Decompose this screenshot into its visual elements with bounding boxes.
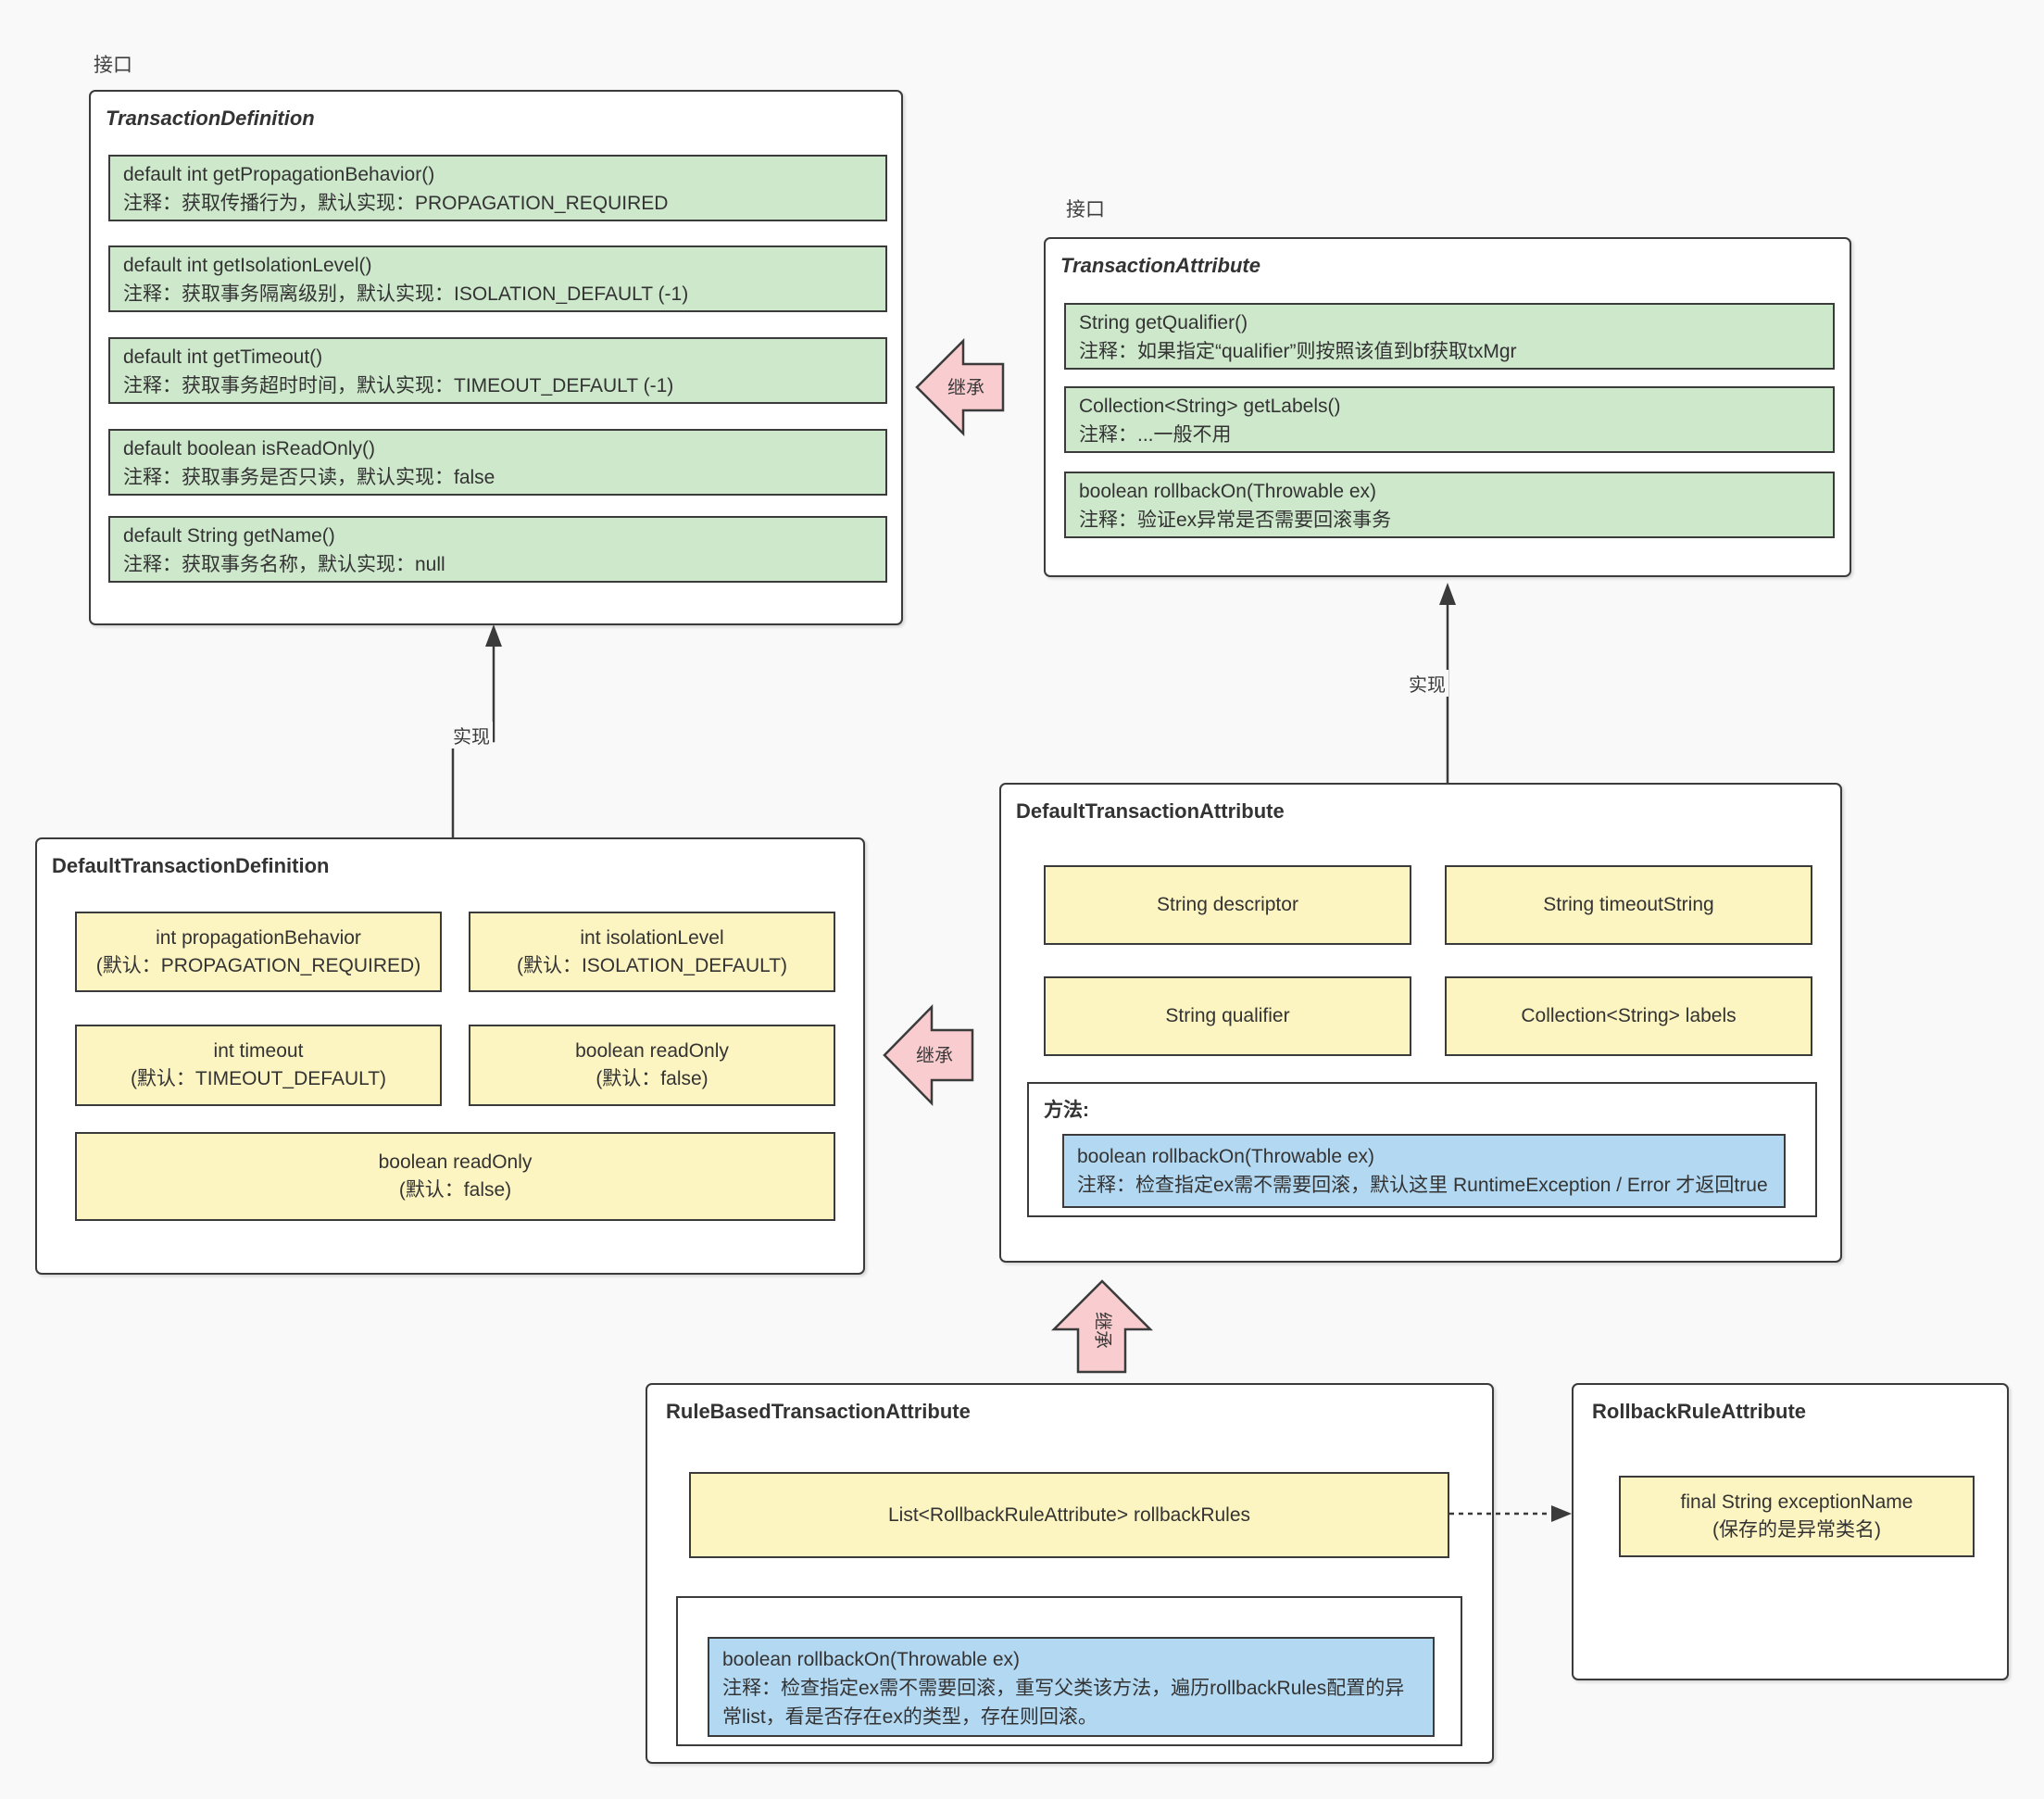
class-rollback-rule-attribute: RollbackRuleAttribute final String excep… <box>1572 1383 2009 1680</box>
field-box: int isolationLevel (默认：ISOLATION_DEFAULT… <box>469 912 835 992</box>
method-row: default String getName() 注释：获取事务名称，默认实现：… <box>108 516 887 583</box>
field-default: (默认：false) <box>398 1179 512 1201</box>
class-title: RollbackRuleAttribute <box>1592 1400 1807 1423</box>
field-name: final String exceptionName <box>1680 1491 1913 1513</box>
method-row: String getQualifier() 注释：如果指定“qualifier”… <box>1064 303 1835 370</box>
method-row: Collection<String> getLabels() 注释：...一般不… <box>1064 386 1835 453</box>
method-comment: 注释：检查指定ex需不需要回滚，默认这里 RuntimeException / … <box>1077 1175 1768 1196</box>
field-box: int propagationBehavior (默认：PROPAGATION_… <box>75 912 442 992</box>
method-comment: 注释：验证ex异常是否需要回滚事务 <box>1079 510 1392 531</box>
extends-bottom-label: 继承 <box>1092 1312 1113 1349</box>
method-signature: default String getName() <box>123 525 335 547</box>
extends-bottom-arrow-icon <box>1050 1279 1154 1374</box>
field-box: final String exceptionName (保存的是异常类名) <box>1619 1476 1975 1557</box>
method-signature: boolean rollbackOn(Throwable ex) <box>722 1649 1020 1670</box>
method-signature: boolean rollbackOn(Throwable ex) <box>1079 481 1376 502</box>
extends-middle-arrow-icon <box>883 1003 974 1107</box>
method-comment: 注释：...一般不用 <box>1079 424 1232 446</box>
field-box: String timeoutString <box>1445 865 1812 945</box>
field-name: int isolationLevel <box>580 926 724 949</box>
class-title: TransactionAttribute <box>1060 254 1260 277</box>
field-box: boolean readOnly (默认：false) <box>469 1025 835 1106</box>
field-box: List<RollbackRuleAttribute> rollbackRule… <box>689 1472 1449 1558</box>
field-name: String timeoutString <box>1543 894 1714 915</box>
override-method-box: boolean rollbackOn(Throwable ex) 注释：检查指定… <box>708 1637 1435 1737</box>
field-box: int timeout (默认：TIMEOUT_DEFAULT) <box>75 1025 442 1106</box>
method-row: boolean rollbackOn(Throwable ex) 注释：验证ex… <box>1064 472 1835 538</box>
implements-left-label: 实现 <box>450 722 493 749</box>
method-row: default int getTimeout() 注释：获取事务超时时间，默认实… <box>108 337 887 404</box>
method-row: default boolean isReadOnly() 注释：获取事务是否只读… <box>108 429 887 496</box>
method-comment: 注释：获取事务隔离级别，默认实现：ISOLATION_DEFAULT (-1) <box>123 283 689 305</box>
method-comment: 注释：获取事务超时时间，默认实现：TIMEOUT_DEFAULT (-1) <box>123 375 674 396</box>
field-name: int timeout <box>213 1040 304 1062</box>
field-default: (默认：false) <box>596 1068 709 1089</box>
class-title: TransactionDefinition <box>106 107 315 130</box>
method-comment: 注释：获取传播行为，默认实现：PROPAGATION_REQUIRED <box>123 193 669 214</box>
class-title: DefaultTransactionDefinition <box>52 854 330 877</box>
implements-right-arrowhead-icon <box>1439 583 1456 605</box>
implements-left-arrowhead-icon <box>485 624 502 647</box>
method-signature: default int getIsolationLevel() <box>123 255 372 276</box>
extends-top-label: 继承 <box>947 377 984 398</box>
method-comment: 注释：检查指定ex需不需要回滚，重写父类该方法，遍历rollbackRules配… <box>722 1678 1405 1728</box>
method-comment: 注释：获取事务名称，默认实现：null <box>123 554 445 575</box>
field-name: boolean readOnly <box>575 1040 729 1062</box>
class-default-transaction-definition: DefaultTransactionDefinition int propaga… <box>35 837 865 1275</box>
method-signature: String getQualifier() <box>1079 312 1248 333</box>
method-row: default int getIsolationLevel() 注释：获取事务隔… <box>108 245 887 312</box>
class-transaction-definition: TransactionDefinition default int getPro… <box>89 90 903 625</box>
extends-top-arrow-icon <box>915 337 1005 437</box>
association-arrowhead-icon <box>1551 1505 1572 1522</box>
method-comment: 注释：获取事务是否只读，默认实现：false <box>123 467 495 488</box>
field-name: String descriptor <box>1157 894 1298 915</box>
implements-right-label: 实现 <box>1406 670 1448 697</box>
field-name: String qualifier <box>1165 1005 1290 1026</box>
field-default: (默认：ISOLATION_DEFAULT) <box>516 954 788 976</box>
method-signature: default boolean isReadOnly() <box>123 438 375 459</box>
methods-section-label: 方法: <box>1044 1100 1089 1121</box>
class-transaction-attribute: TransactionAttribute String getQualifier… <box>1044 237 1851 577</box>
field-name: Collection<String> labels <box>1521 1005 1737 1026</box>
interface-tag-left: 接口 <box>94 55 132 76</box>
method-row: default int getPropagationBehavior() 注释：… <box>108 155 887 221</box>
extends-middle-label: 继承 <box>916 1045 953 1066</box>
methods-section: boolean rollbackOn(Throwable ex) 注释：检查指定… <box>676 1596 1462 1746</box>
field-box: boolean readOnly (默认：false) <box>75 1132 835 1221</box>
field-default: (默认：PROPAGATION_REQUIRED) <box>95 954 421 976</box>
methods-section: 方法: boolean rollbackOn(Throwable ex) 注释：… <box>1027 1082 1817 1217</box>
field-name: boolean readOnly <box>378 1151 533 1173</box>
field-note: (保存的是异常类名) <box>1712 1519 1881 1541</box>
field-default: (默认：TIMEOUT_DEFAULT) <box>130 1068 387 1089</box>
method-signature: Collection<String> getLabels() <box>1079 396 1341 417</box>
field-box: String descriptor <box>1044 865 1411 945</box>
class-default-transaction-attribute: DefaultTransactionAttribute String descr… <box>999 783 1842 1263</box>
method-comment: 注释：如果指定“qualifier”则按照该值到bf获取txMgr <box>1079 341 1517 362</box>
class-title: RuleBasedTransactionAttribute <box>666 1400 971 1423</box>
field-name: int propagationBehavior <box>156 926 361 949</box>
interface-tag-right: 接口 <box>1066 199 1105 220</box>
class-rule-based-transaction-attribute: RuleBasedTransactionAttribute List<Rollb… <box>646 1383 1494 1764</box>
method-signature: boolean rollbackOn(Throwable ex) <box>1077 1146 1374 1167</box>
field-box: String qualifier <box>1044 976 1411 1056</box>
method-signature: default int getPropagationBehavior() <box>123 164 435 185</box>
field-box: Collection<String> labels <box>1445 976 1812 1056</box>
method-signature: default int getTimeout() <box>123 346 323 368</box>
override-method-box: boolean rollbackOn(Throwable ex) 注释：检查指定… <box>1062 1134 1786 1208</box>
class-title: DefaultTransactionAttribute <box>1016 799 1285 823</box>
field-name: List<RollbackRuleAttribute> rollbackRule… <box>887 1503 1251 1526</box>
